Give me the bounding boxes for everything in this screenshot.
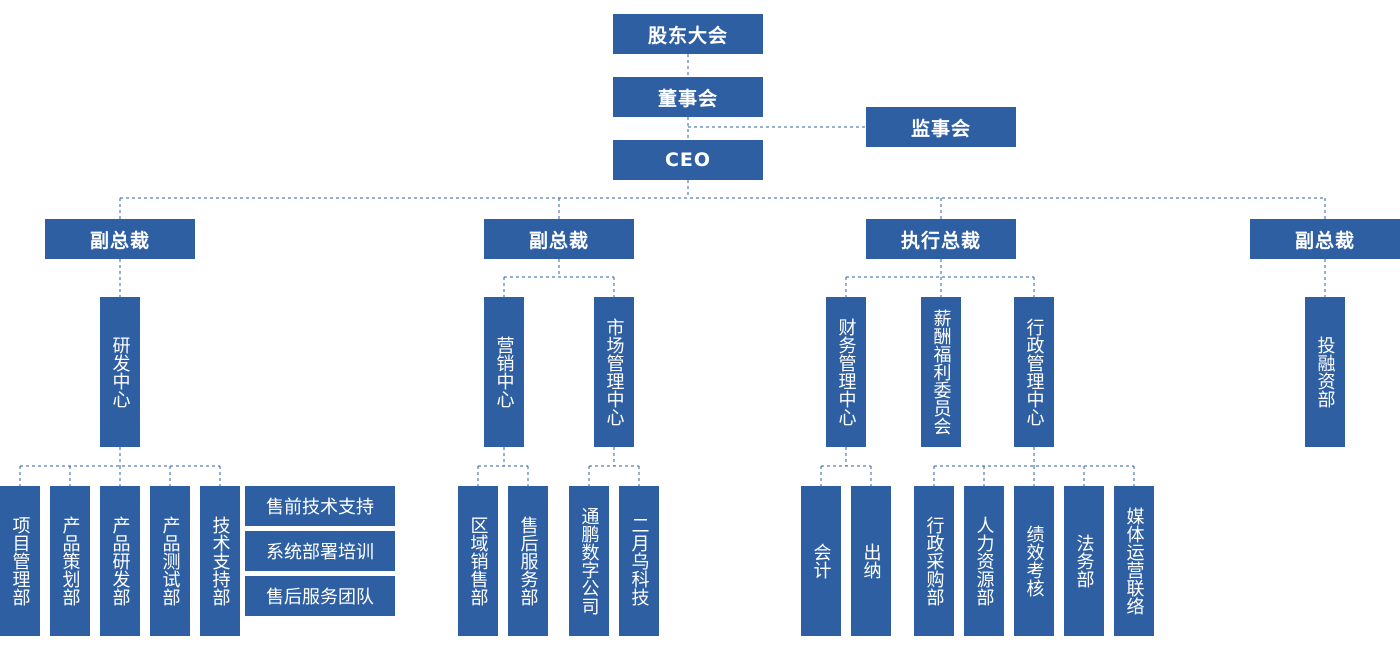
node-tongpeng: 通鹏数字公司 [569,486,609,636]
node-product-planning: 产品策划部 [50,486,90,636]
node-product-rd: 产品研发部 [100,486,140,636]
node-aftersales-team: 售后服务团队 [245,576,395,616]
node-admin-center: 行政管理中心 [1014,297,1054,447]
node-accounting: 会计 [801,486,841,636]
node-ceo: CEO [613,140,763,180]
node-hr: 人力资源部 [964,486,1004,636]
node-vp-right: 副总裁 [1250,219,1400,259]
node-aftersales-dept: 售后服务部 [508,486,548,636]
node-project-mgmt: 项目管理部 [0,486,40,636]
node-cashier: 出纳 [851,486,891,636]
node-compensation-committee: 薪酬福利委员会 [921,297,961,447]
node-erwu-tech: 二月乌科技 [619,486,659,636]
node-performance: 绩效考核 [1014,486,1054,636]
node-product-testing: 产品测试部 [150,486,190,636]
node-supervisors: 监事会 [866,107,1016,147]
node-tech-support: 技术支持部 [200,486,240,636]
node-vp-left: 副总裁 [45,219,195,259]
node-legal: 法务部 [1064,486,1104,636]
node-media-relations: 媒体运营联络 [1114,486,1154,636]
node-market-mgmt-center: 市场管理中心 [594,297,634,447]
node-finance-center: 财务管理中心 [826,297,866,447]
node-regional-sales: 区域销售部 [458,486,498,636]
node-rd-center: 研发中心 [100,297,140,447]
node-shareholders: 股东大会 [613,14,763,54]
node-admin-procurement: 行政采购部 [914,486,954,636]
node-vp-middle: 副总裁 [484,219,634,259]
node-evp: 执行总裁 [866,219,1016,259]
node-marketing-center: 营销中心 [484,297,524,447]
node-presales-support: 售前技术支持 [245,486,395,526]
node-deployment-training: 系统部署培训 [245,531,395,571]
node-investment-dept: 投融资部 [1305,297,1345,447]
node-board: 董事会 [613,77,763,117]
